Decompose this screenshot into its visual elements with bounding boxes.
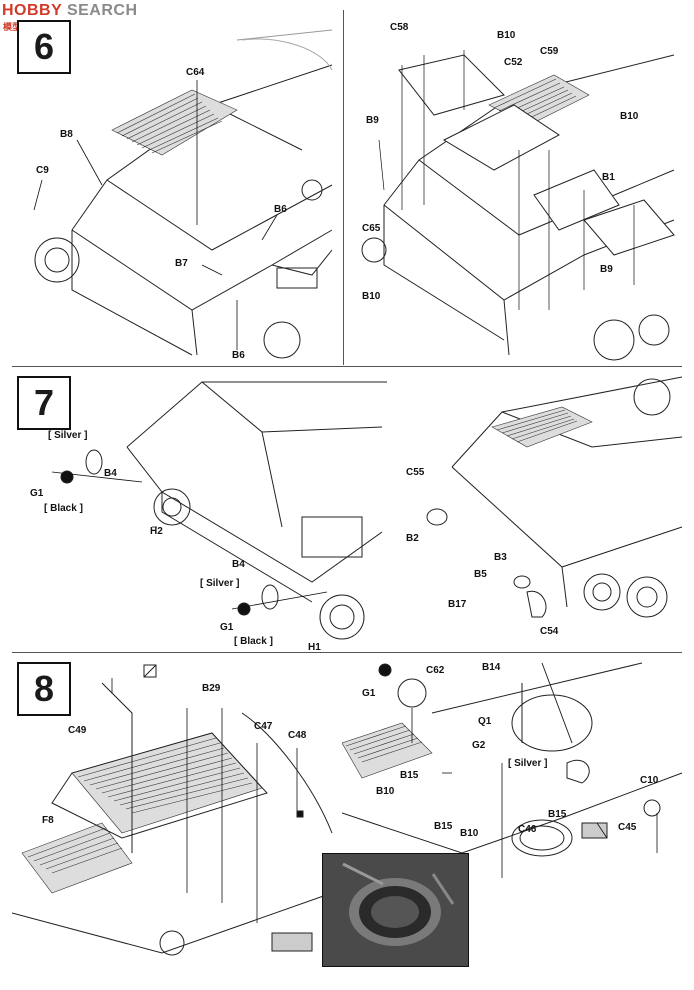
label-b10-top: B10 bbox=[497, 30, 516, 41]
label-c52: C52 bbox=[504, 57, 523, 68]
label-c47: C47 bbox=[254, 721, 273, 732]
label-b2: B2 bbox=[406, 533, 419, 544]
label-c10: C10 bbox=[640, 775, 659, 786]
label-b10-lower: B10 bbox=[460, 828, 479, 839]
label-b10-bottom: B10 bbox=[362, 291, 381, 302]
label-silver-upper: [ Silver ] bbox=[48, 430, 88, 441]
label-b9-left: B9 bbox=[366, 115, 379, 126]
label-c55: C55 bbox=[406, 467, 425, 478]
label-c59: C59 bbox=[540, 46, 559, 57]
step-number-7: 7 bbox=[17, 376, 71, 430]
label-b4-upper: B4 bbox=[104, 468, 117, 479]
label-h1: H1 bbox=[308, 642, 321, 653]
divider-step6-horizontal bbox=[12, 366, 682, 367]
label-g1-lower: G1 bbox=[220, 622, 234, 633]
label-black-lower: [ Black ] bbox=[234, 636, 273, 647]
watermark-logo: HOBBY SEARCH bbox=[2, 2, 138, 20]
step7-right-illustration: C55 B2 B3 B5 B17 C54 bbox=[392, 367, 684, 651]
step8-right-illustration: C62 G1 B14 Q1 G2 [ Silver ] B15 B10 B15 … bbox=[342, 653, 684, 983]
step-number-8: 8 bbox=[17, 662, 71, 716]
label-b7: B7 bbox=[175, 258, 188, 269]
label-b14: B14 bbox=[482, 662, 501, 673]
label-c58: C58 bbox=[390, 22, 409, 33]
watermark-subtitle: 模型网 bbox=[3, 20, 30, 33]
label-b15-left: B15 bbox=[400, 770, 419, 781]
step7-left-illustration: [ Silver ] G1 [ Black ] B4 H2 B4 [ Silve… bbox=[12, 367, 392, 653]
label-b8: B8 bbox=[60, 129, 73, 140]
label-c64: C64 bbox=[186, 67, 205, 78]
label-c9: C9 bbox=[36, 165, 49, 176]
watermark-text-a: HOBBY bbox=[2, 2, 62, 19]
step-number-6: 6 bbox=[17, 20, 71, 74]
divider-step6-vertical bbox=[343, 10, 344, 365]
label-b15-lower: B15 bbox=[434, 821, 453, 832]
label-c65: C65 bbox=[362, 223, 381, 234]
label-b9-right: B9 bbox=[600, 264, 613, 275]
label-silver: [ Silver ] bbox=[508, 758, 548, 769]
label-b15-right: B15 bbox=[548, 809, 567, 820]
watermark-text-b: SEARCH bbox=[62, 2, 138, 19]
label-c46: C46 bbox=[518, 824, 537, 835]
step6-left-illustration: C64 B8 C9 B7 B6 B6 bbox=[12, 10, 342, 365]
label-b29: B29 bbox=[202, 683, 221, 694]
label-black-upper: [ Black ] bbox=[44, 503, 83, 514]
label-b1: B1 bbox=[602, 172, 615, 183]
label-b10-left: B10 bbox=[376, 786, 395, 797]
label-c62: C62 bbox=[426, 665, 445, 676]
label-b4-lower: B4 bbox=[232, 559, 245, 570]
label-b6-lower: B6 bbox=[232, 350, 245, 361]
label-b17: B17 bbox=[448, 599, 467, 610]
label-b10-right: B10 bbox=[620, 111, 639, 122]
label-g1-upper: G1 bbox=[30, 488, 44, 499]
inset-photo bbox=[322, 853, 469, 967]
label-h2: H2 bbox=[150, 526, 163, 537]
label-c49: C49 bbox=[68, 725, 87, 736]
label-silver-lower: [ Silver ] bbox=[200, 578, 240, 589]
label-c54: C54 bbox=[540, 626, 559, 637]
label-c45: C45 bbox=[618, 822, 637, 833]
label-q1: Q1 bbox=[478, 716, 492, 727]
label-g1: G1 bbox=[362, 688, 376, 699]
label-g2: G2 bbox=[472, 740, 486, 751]
label-c48: C48 bbox=[288, 730, 307, 741]
label-b6-upper: B6 bbox=[274, 204, 287, 215]
step6-right-illustration: C58 B10 C52 C59 B9 B10 B1 C65 B10 B9 bbox=[344, 10, 684, 365]
divider-step7-horizontal bbox=[12, 652, 682, 653]
label-b5: B5 bbox=[474, 569, 487, 580]
label-b3: B3 bbox=[494, 552, 507, 563]
step8-left-illustration: C49 B29 C47 C48 F8 bbox=[12, 653, 342, 983]
label-f8: F8 bbox=[42, 815, 54, 826]
